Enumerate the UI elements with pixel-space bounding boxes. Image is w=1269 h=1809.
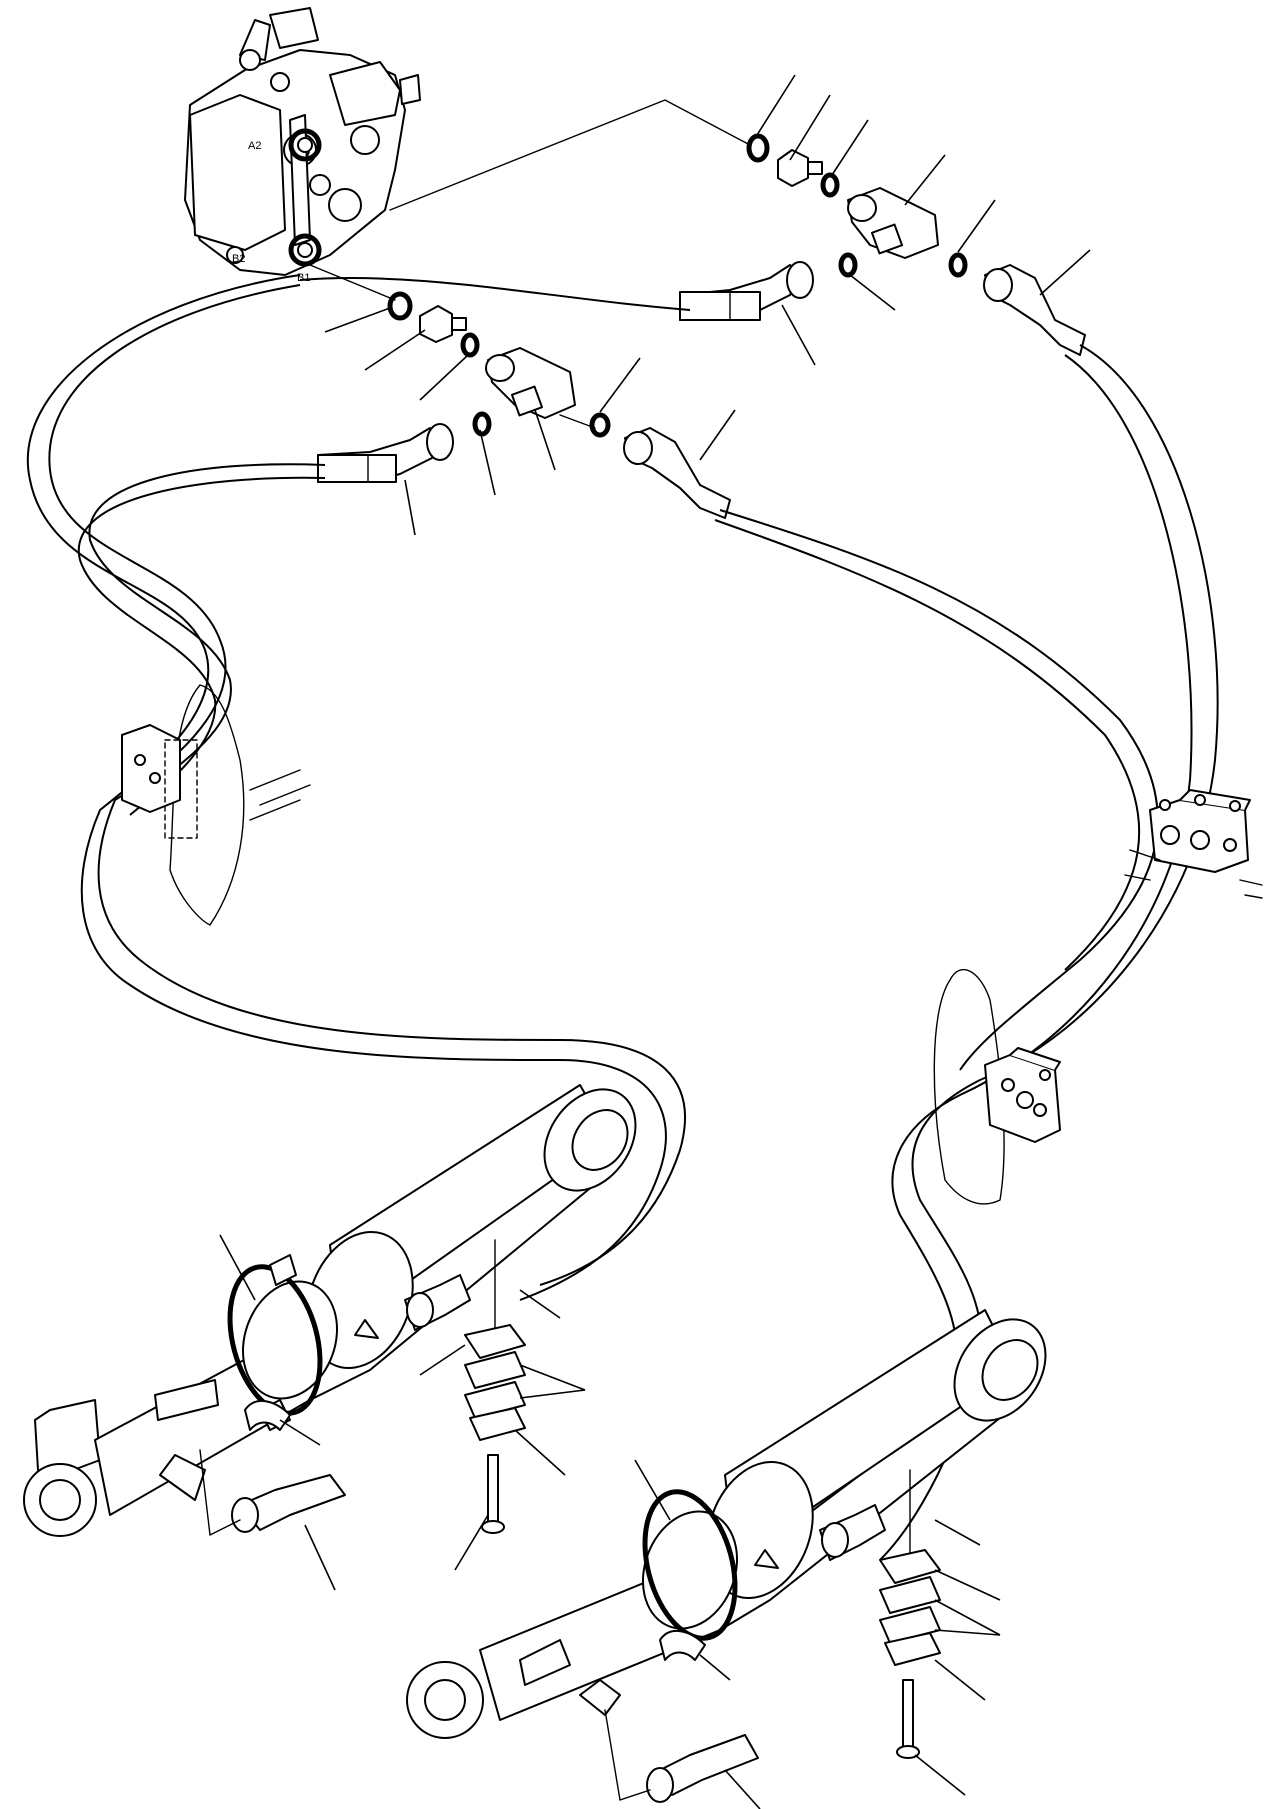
- hose-coupler: [649, 1734, 759, 1796]
- clamp-plate: [464, 1324, 526, 1359]
- hydraulic-cylinder-left: [23, 1084, 637, 1537]
- o-ring: [948, 252, 968, 278]
- hose-coupler: [239, 1474, 346, 1531]
- hose-clamp-ring: [227, 1264, 323, 1416]
- o-ring: [460, 332, 480, 358]
- port-label-a2: A2: [248, 140, 261, 152]
- port-label-b2: B2: [232, 253, 245, 265]
- o-ring: [387, 291, 413, 321]
- adapter: [777, 149, 809, 187]
- bolt: [902, 1679, 914, 1751]
- clamp-half: [464, 1351, 526, 1389]
- fitting-stack-upper: [679, 133, 1086, 356]
- o-ring: [589, 412, 611, 438]
- bolt: [487, 1454, 499, 1526]
- fitting-stack-lower: [317, 291, 731, 519]
- clamp-plate: [884, 1632, 941, 1666]
- o-ring: [820, 172, 840, 198]
- o-ring: [472, 411, 492, 437]
- clamp-plate: [879, 1549, 941, 1584]
- clamp-half: [879, 1576, 941, 1614]
- o-ring: [746, 133, 770, 163]
- left-frame-bracket: [121, 684, 311, 926]
- right-upper-clamp: [1124, 789, 1263, 899]
- hose-clamp-block: [121, 724, 181, 813]
- clamp-plate: [469, 1407, 526, 1441]
- port-label-b1: B1: [297, 272, 310, 284]
- hose-routing: [27, 274, 1219, 1561]
- control-valve: A2 B2 B1: [184, 7, 751, 301]
- adapter: [419, 305, 453, 343]
- callout-leaders: [219, 74, 1091, 1809]
- right-frame-bracket: [933, 968, 1061, 1205]
- hydraulic-cylinder-right: [406, 1309, 1047, 1803]
- hose-clamp-ring: [642, 1489, 738, 1641]
- o-ring: [838, 252, 858, 278]
- clamp-half: [464, 1381, 526, 1419]
